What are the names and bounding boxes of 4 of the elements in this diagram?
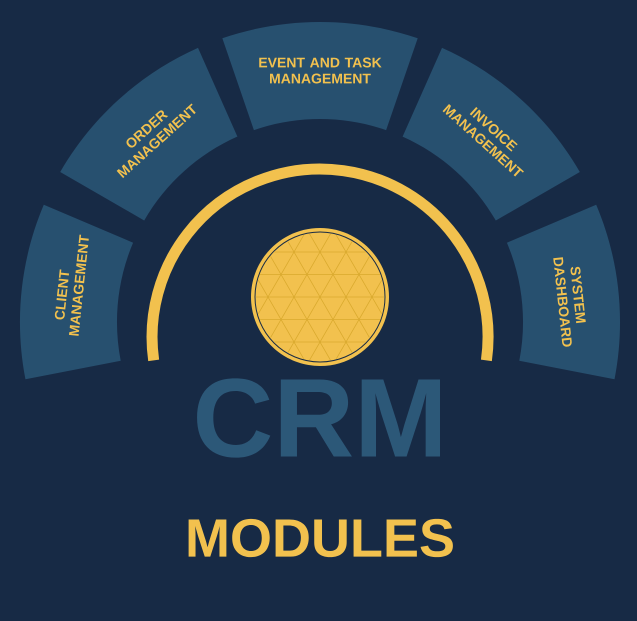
module-segment: SYSTEM DASHBOARD	[506, 204, 620, 380]
modules-heading: MODULES	[188, 518, 453, 558]
module-segment: EVENT AND TASK MANAGEMENT	[222, 22, 418, 130]
module-segment: CLIENT MANAGEMENT	[20, 204, 134, 380]
